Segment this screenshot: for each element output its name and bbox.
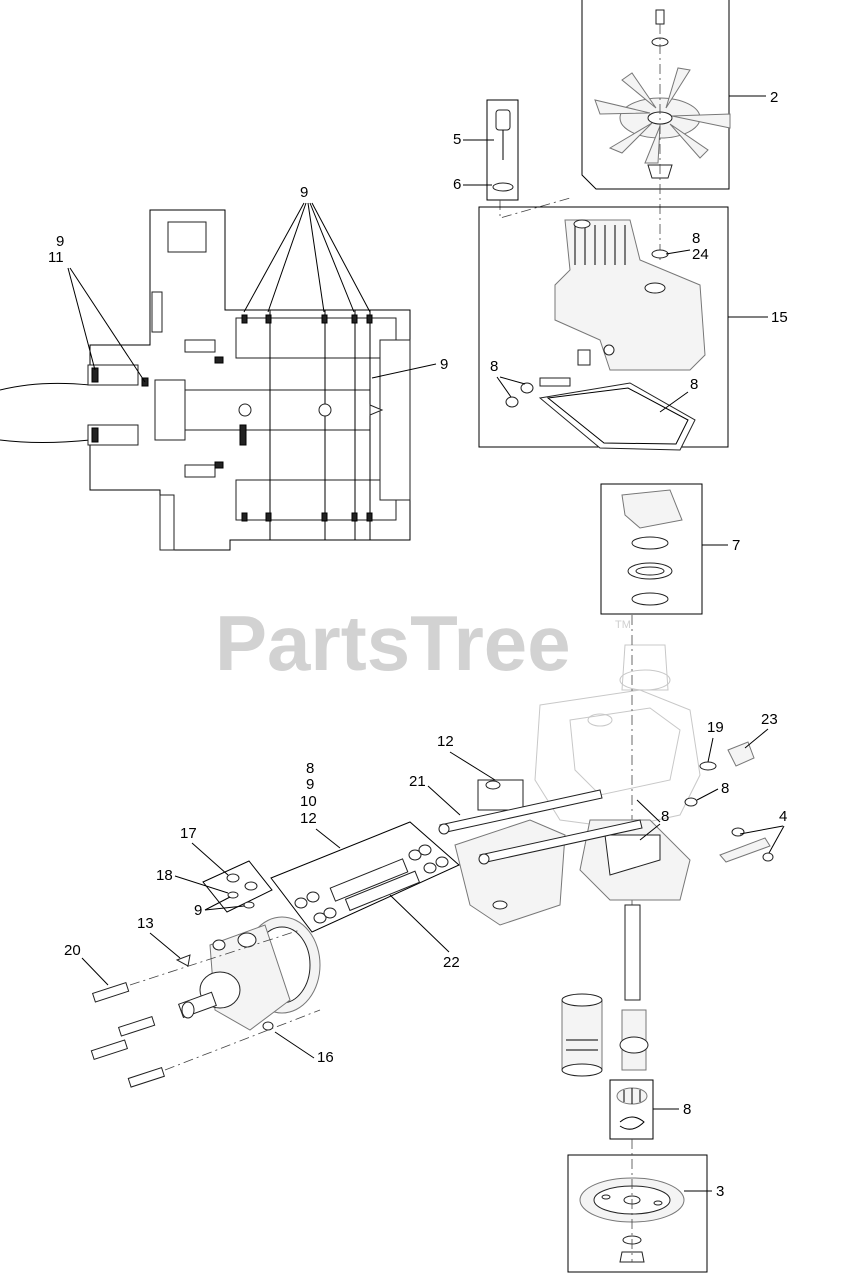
seal-kit-box (270, 821, 460, 933)
leader-line (744, 728, 769, 749)
leader-line (191, 842, 229, 876)
callout-8-kit: 8 (306, 760, 314, 777)
leader-line (204, 896, 231, 911)
leader-line (639, 823, 661, 841)
callout-15: 15 (771, 309, 788, 326)
leader-line (67, 267, 96, 371)
leader-line (311, 202, 371, 313)
leader-line (768, 825, 785, 854)
leader-line (204, 905, 245, 911)
callout-9-small: 9 (194, 902, 202, 919)
callout-8-gasket: 8 (690, 376, 698, 393)
leader-line (659, 391, 689, 413)
transaxle-cross-section (0, 209, 411, 551)
thrust-bearing-assembly (600, 483, 703, 615)
leader-line (315, 828, 341, 849)
callout-21: 21 (409, 773, 426, 790)
lower-housing-ghost (534, 644, 701, 829)
long-bolts (438, 789, 643, 865)
leader-line (307, 202, 325, 313)
callout-16: 16 (317, 1049, 334, 1066)
leader-line (427, 785, 461, 816)
leader-line (496, 376, 512, 398)
callout-9-right: 9 (440, 356, 448, 373)
callout-6: 6 (453, 176, 461, 193)
watermark-text: PartsTree (215, 599, 571, 687)
motor-bolts (90, 929, 321, 1088)
leader-line (309, 202, 355, 313)
leader-line (739, 825, 784, 835)
callout-7: 7 (732, 537, 740, 554)
callout-8-washers: 8 (490, 358, 498, 375)
callout-22: 22 (443, 954, 460, 971)
charge-pump-body (579, 819, 691, 1001)
leader-line (449, 751, 496, 781)
leader-line (636, 799, 661, 823)
woodruff-key (175, 954, 191, 967)
callout-8-oring2: 8 (661, 808, 669, 825)
callout-9-left: 9 (56, 233, 64, 250)
leader-line (371, 363, 437, 379)
fitting-kit-box (202, 860, 273, 913)
leader-line (81, 957, 109, 986)
callout-8-oring1: 8 (721, 780, 729, 797)
filter-element (561, 993, 603, 1077)
dipstick-assembly (486, 99, 571, 219)
callout-24: 24 (692, 246, 709, 263)
valve-plug (699, 741, 755, 771)
callout-8-bearing: 8 (683, 1101, 691, 1118)
leader-line (267, 202, 307, 313)
callout-5: 5 (453, 131, 461, 148)
hydraulic-motor (177, 916, 321, 1031)
leader-line (274, 1031, 315, 1059)
leader-line (665, 249, 691, 255)
callout-17: 17 (180, 825, 197, 842)
callout-18: 18 (156, 867, 173, 884)
callout-12-top: 12 (437, 733, 454, 750)
leader-line (389, 894, 450, 953)
pulley-assembly (567, 1139, 708, 1273)
callout-4: 4 (779, 808, 787, 825)
callout-19: 19 (707, 719, 724, 736)
leader-line (149, 932, 181, 959)
callout-11-left: 11 (48, 249, 64, 266)
housing-cover-assembly (478, 206, 729, 451)
callout-13: 13 (137, 915, 154, 932)
callout-2: 2 (770, 89, 778, 106)
watermark-tm: TM (615, 619, 631, 631)
leader-line (69, 267, 146, 383)
callout-10-kit: 10 (300, 793, 317, 810)
callout-23: 23 (761, 711, 778, 728)
splined-shaft (619, 1009, 649, 1071)
axle-bearing-box (609, 1079, 654, 1140)
leader-line (707, 737, 714, 763)
leader-line (243, 202, 305, 313)
callout-3: 3 (716, 1183, 724, 1200)
callout-20: 20 (64, 942, 81, 959)
cooling-fan-assembly (581, 0, 731, 260)
callout-8-fanhub: 8 (692, 230, 700, 247)
callout-12-kit: 12 (300, 810, 317, 827)
leader-line (499, 376, 526, 385)
leader-line (174, 875, 229, 894)
callout-9-kit: 9 (306, 776, 314, 793)
leader-line (696, 788, 719, 801)
callout-9-top: 9 (300, 184, 308, 201)
